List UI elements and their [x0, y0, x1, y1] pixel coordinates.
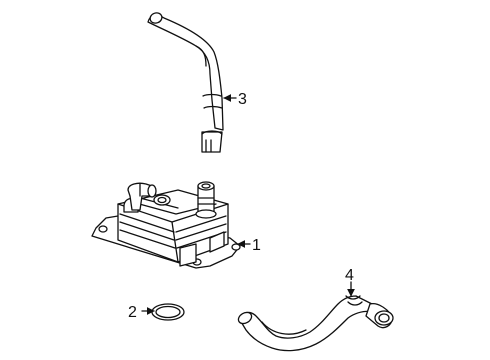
o-ring-part — [151, 303, 185, 321]
callout-3: 3 — [223, 91, 247, 108]
callout-4-label: 4 — [345, 267, 354, 284]
oil-cooler-part — [91, 181, 241, 269]
callout-1: 1 — [237, 237, 261, 254]
hose-upper-part — [147, 12, 224, 153]
callout-1-label: 1 — [252, 237, 261, 254]
callout-2-label: 2 — [128, 304, 137, 321]
callout-3-label: 3 — [238, 91, 247, 108]
callout-4: 4 — [345, 267, 355, 297]
hose-lower-part — [237, 295, 394, 352]
callout-2: 2 — [128, 304, 155, 321]
